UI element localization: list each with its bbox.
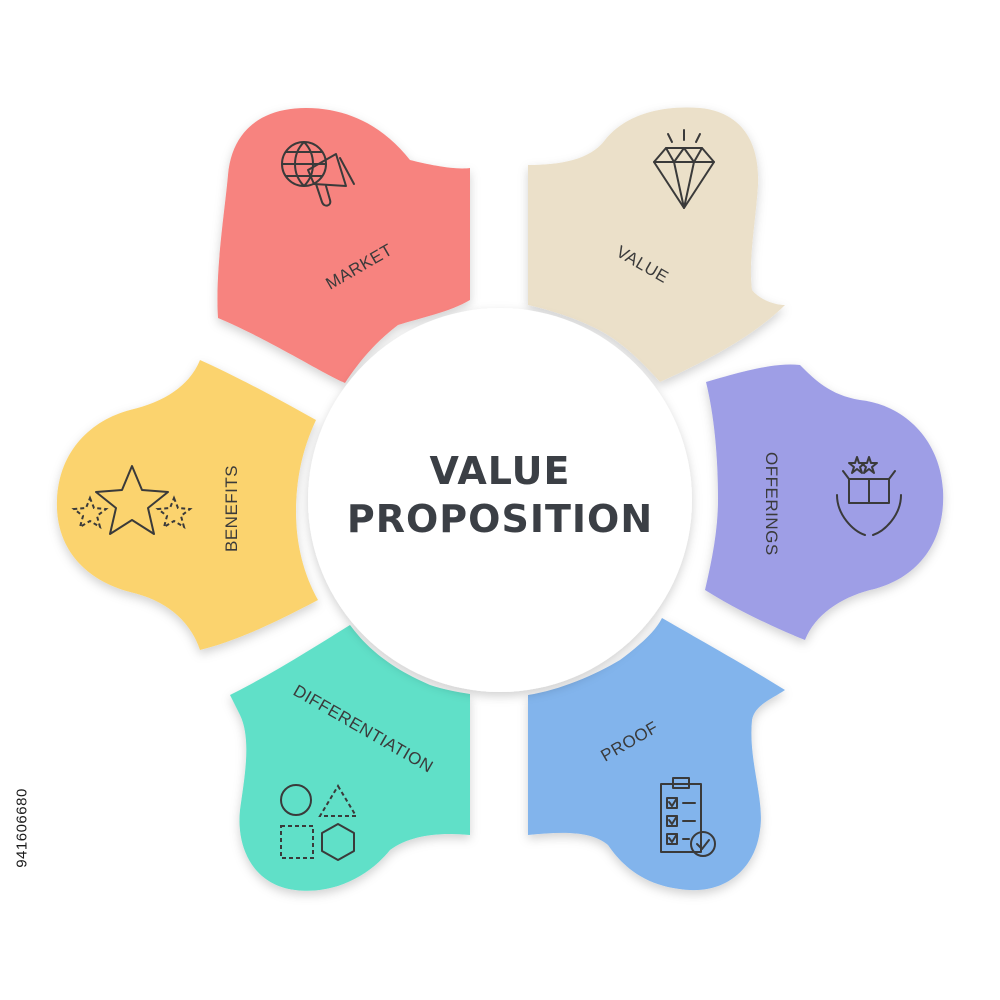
segment-differentiation-shape [230, 625, 470, 891]
stock-id-text: 941606680 [13, 788, 31, 868]
segment-offerings-shape [705, 364, 944, 640]
segment-benefits-shape [56, 360, 318, 650]
segment-offerings [705, 364, 944, 640]
stock-id-watermark: 941606680 [10, 758, 34, 898]
segment-value-shape [528, 107, 785, 382]
segment-value [528, 107, 785, 382]
segment-differentiation [230, 625, 470, 891]
segment-market [217, 108, 470, 383]
segment-benefits-label: BENEFITS [222, 465, 241, 552]
segment-benefits [56, 360, 318, 650]
segment-offerings-label: OFFERINGS [762, 452, 781, 556]
center-title-line1: VALUE [430, 449, 571, 493]
center-title-line2: PROPOSITION [347, 497, 653, 541]
segment-market-shape [217, 108, 470, 383]
shapes-icon [280, 784, 358, 861]
diamond-icon [653, 129, 715, 209]
stars-icon [71, 465, 193, 535]
segment-proof [528, 618, 785, 891]
segment-proof-shape [528, 618, 785, 891]
gift-box-hands-icon [836, 456, 902, 536]
megaphone-globe-icon [281, 141, 355, 207]
checklist-clipboard-icon [660, 777, 716, 857]
center-circle [308, 308, 692, 692]
